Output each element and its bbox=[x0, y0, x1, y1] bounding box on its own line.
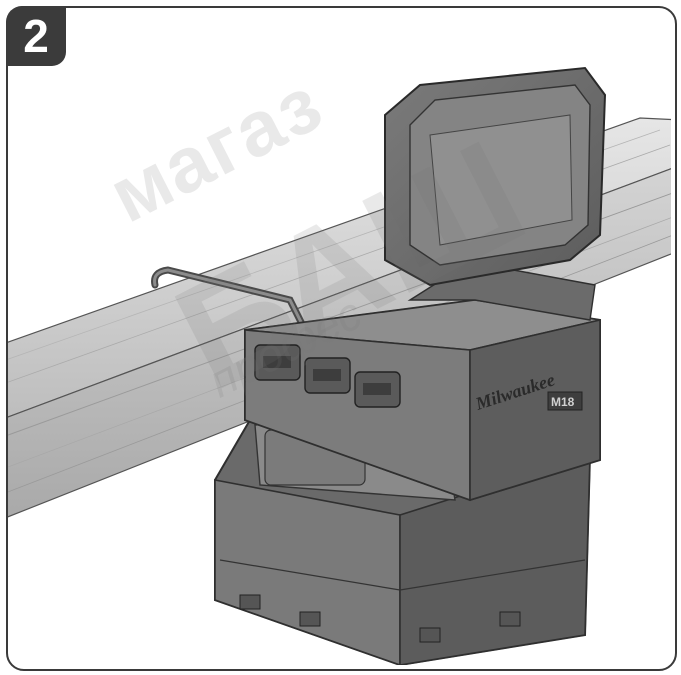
usb-port-3 bbox=[354, 371, 401, 408]
usb-charger-body: Milwaukee M18 bbox=[244, 261, 601, 502]
hanging-hook bbox=[151, 266, 309, 334]
charger-lid bbox=[384, 66, 607, 287]
step-number-badge: 2 bbox=[6, 6, 66, 66]
model-badge: M18 bbox=[551, 395, 575, 409]
usb-port-1 bbox=[254, 344, 301, 381]
usb-port-2 bbox=[304, 357, 351, 394]
